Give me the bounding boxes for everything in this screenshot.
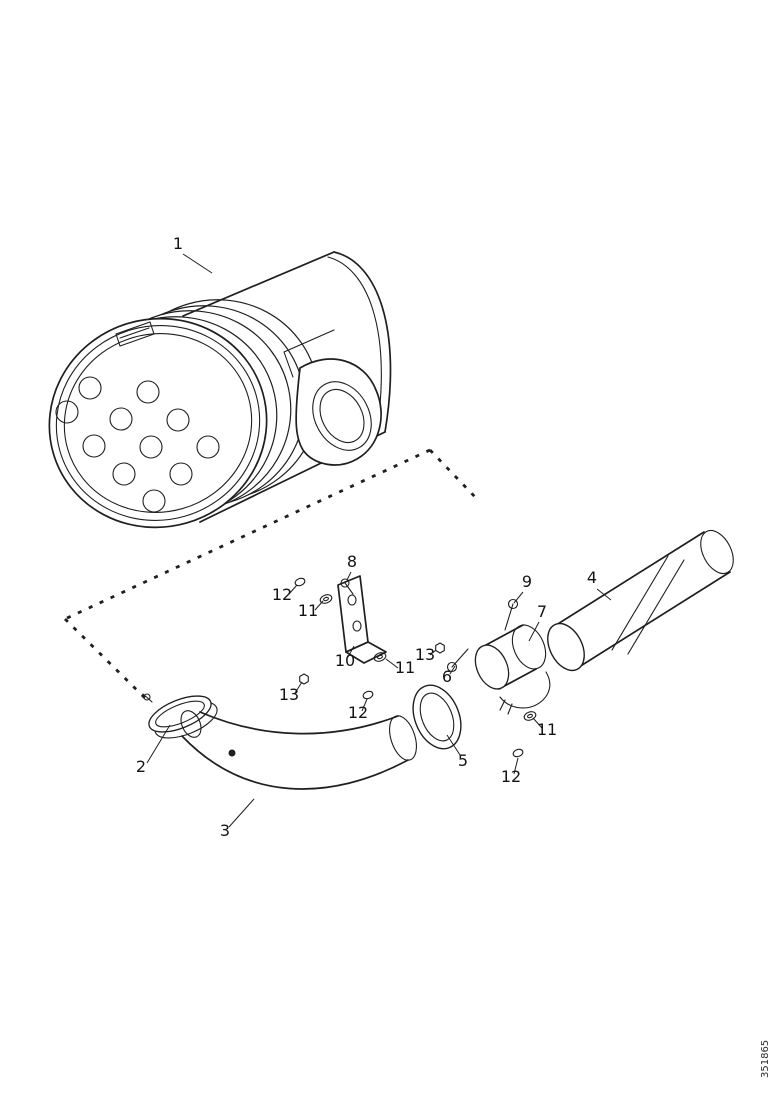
figure-code: 351865 [760,1040,771,1078]
tube-break-mark-1 [611,555,669,651]
callout-10: 10 [335,651,355,670]
washer-11c [523,711,537,721]
elbow-upper-edge [199,711,399,735]
elbow-tube [180,710,417,790]
canister-bracket-edge [283,329,335,378]
tube-break-mark-2 [627,559,685,655]
callout-6: 6 [442,667,452,686]
washer-11a [319,594,333,604]
washer-12b [362,690,374,700]
elbow-outlet-end [389,715,417,761]
callout-1: 1 [173,234,183,253]
canister-top-edge [182,251,335,317]
washer-12c [512,748,524,758]
elbow-lower-edge [181,735,409,790]
callout-12b: 12 [348,703,368,722]
callout-11a: 11 [298,601,318,620]
air-cleaner-canister [48,251,392,529]
canister-back-rim [327,256,382,425]
end-cap-holes [55,376,220,513]
tube-far-end [700,529,734,575]
tube-top-edge [552,531,705,628]
elbow-inlet-end [180,710,202,738]
outlet-opening-inner [319,389,365,443]
callouts: 1 2 3 4 5 6 7 8 9 10 11 11 11 12 12 12 1… [136,234,597,840]
callout-9: 9 [522,572,532,591]
washer-12a [294,577,306,587]
plane-edge-right [428,449,480,501]
bolt-9 [504,598,519,631]
connector-body [474,624,551,715]
oval-flange [412,684,462,750]
flange-outer [412,684,462,750]
callout-4: 4 [587,568,597,587]
bolt-8 [340,578,354,595]
canister-front-rim [63,333,253,513]
callout-7: 7 [537,602,547,621]
canister-front-face [48,317,268,529]
leader-lines [146,253,612,828]
nut-13a [299,673,309,685]
callout-11c: 11 [537,720,557,739]
clamp-ring-inner [155,700,205,728]
callout-5: 5 [458,751,468,770]
callout-8: 8 [347,552,357,571]
callout-12a: 12 [272,585,292,604]
outlet-duct [295,358,382,466]
bracket-flange [345,641,387,664]
cap-label-plate [115,321,155,347]
callout-11b: 11 [395,658,415,677]
v-band-clamp [142,693,218,739]
callout-2: 2 [136,757,146,776]
connector-back-end [511,624,547,670]
connector-clamp-ear [499,699,513,715]
plane-edge-left [64,618,151,704]
bracket-hole-top [347,594,357,606]
elbow-weld-pin [228,749,236,757]
callout-13a: 13 [279,685,299,704]
mounting-plane-dashed [64,448,480,704]
bracket-hole-bottom [352,620,362,632]
mounting-bracket [337,575,387,664]
clamp-bolt-head [143,693,151,701]
bracket-plate [337,575,369,653]
canister-front-roll [55,325,261,521]
washer-11b [373,652,387,662]
nut-13b [435,642,445,654]
callout-12c: 12 [501,767,521,786]
flange-inner [419,692,455,742]
tube-near-end [547,622,585,672]
callout-3: 3 [220,821,230,840]
clamp-ring-outer [148,695,212,733]
tube-bottom-edge [578,571,731,668]
canister-back-edge [333,251,392,433]
outlet-opening-outer [312,381,372,451]
callout-13b: 13 [415,645,435,664]
straight-tube [547,529,734,672]
connector-front-end [474,644,510,690]
